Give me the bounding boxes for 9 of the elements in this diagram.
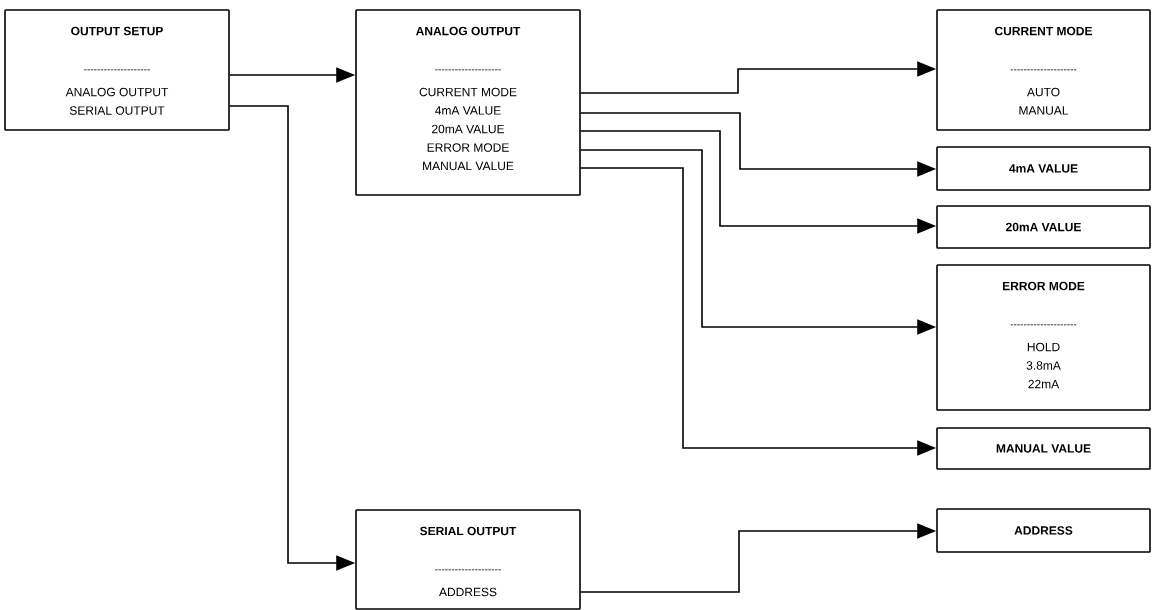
menu-box: MANUAL VALUE xyxy=(936,427,1151,470)
menu-box: ADDRESS xyxy=(936,508,1151,553)
menu-box: CURRENT MODE -------------------- AUTO MANUAL xyxy=(936,9,1151,131)
menu-box: 4mA VALUE xyxy=(936,146,1151,191)
menu-box: 20mA VALUE xyxy=(936,205,1151,249)
menu-box: ANALOG OUTPUT -------------------- CURRENT MODE 4mA VALUE 20mA VALUE ERROR MODE MANUAL VALUE xyxy=(355,9,581,196)
menu-box: ERROR MODE -------------------- HOLD 3.8mA 22mA xyxy=(936,264,1151,411)
menu-box: SERIAL OUTPUT -------------------- ADDRESS xyxy=(355,509,581,610)
menu-box: OUTPUT SETUP -------------------- ANALOG OUTPUT SERIAL OUTPUT xyxy=(4,9,230,131)
